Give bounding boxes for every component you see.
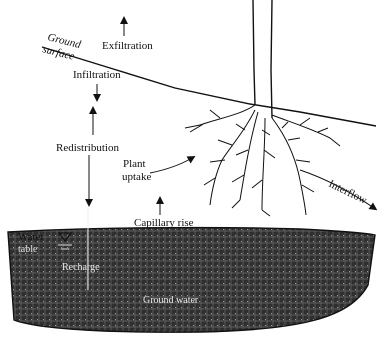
plant-uptake-label-line2: uptake (122, 171, 151, 183)
exfiltration-label: Exfiltration (102, 40, 153, 52)
interflow-label: Interflow (327, 178, 369, 207)
tree-trunk (253, 0, 272, 118)
plant-uptake-label-line1: Plant (123, 158, 146, 170)
infiltration-label: Infiltration (73, 69, 121, 81)
water-table-label-line1: Water (18, 231, 44, 243)
groundwater-zone (8, 228, 375, 333)
water-table-label-line2: table (18, 244, 38, 255)
groundwater-label: Ground water (143, 295, 199, 306)
recharge-label: Recharge (62, 262, 100, 273)
redistribution-label: Redistribution (56, 142, 119, 154)
tree-roots (185, 105, 340, 216)
capillary-rise-label: Capillary rise (134, 217, 194, 229)
plant-uptake-arrow (150, 158, 192, 173)
ground-surface-line (42, 47, 376, 126)
